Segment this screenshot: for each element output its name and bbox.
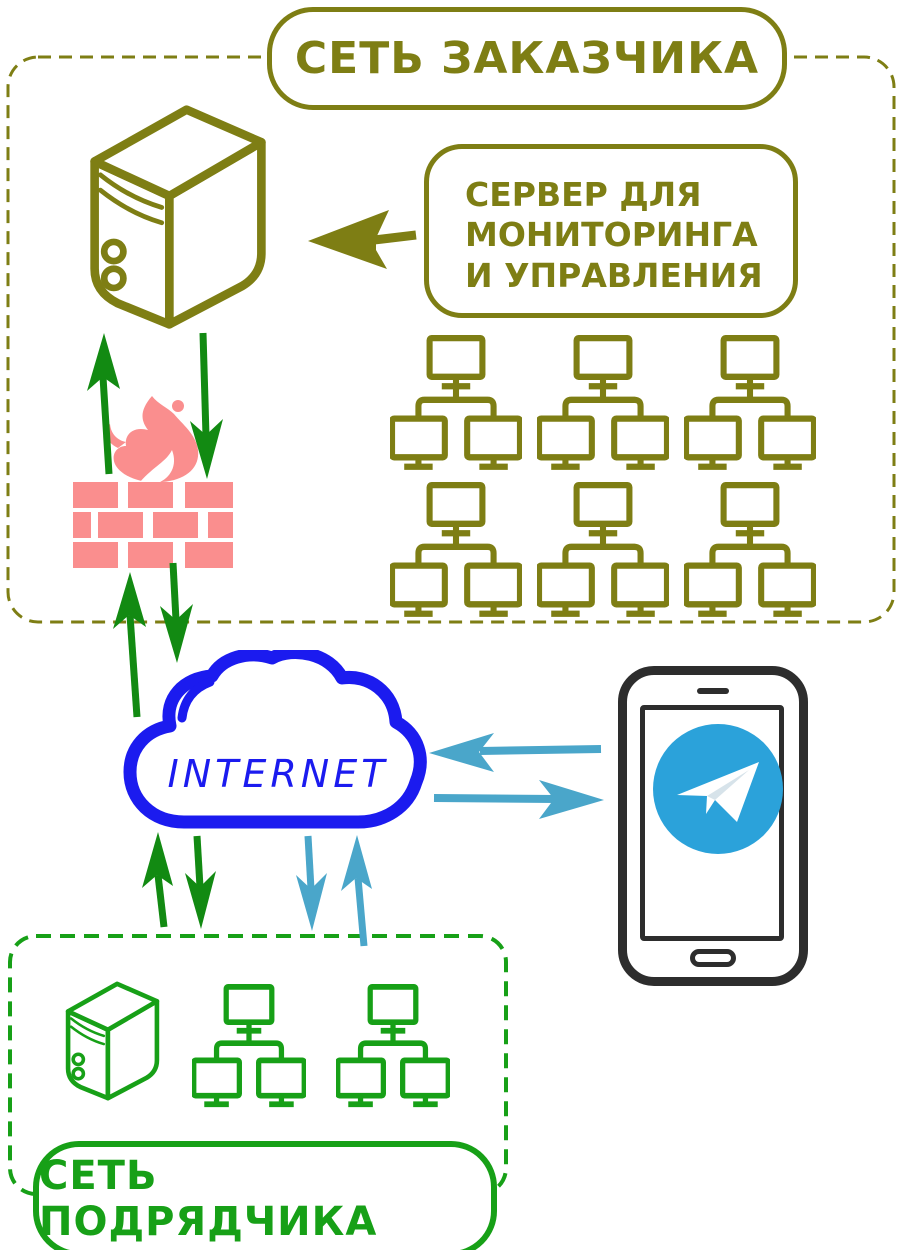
contractor-network-dashed-border	[8, 934, 508, 1196]
phone-screen	[640, 705, 784, 941]
monitor-cluster-icon	[684, 482, 816, 617]
telegram-icon	[653, 724, 783, 854]
monitor-cluster-icon	[336, 984, 450, 1108]
firewall-bricks-flame-icon	[73, 396, 233, 568]
tower-server-icon	[65, 981, 160, 1101]
monitor-cluster-icon	[537, 335, 669, 470]
tower-server-icon	[90, 105, 266, 329]
customer-workstation-clusters	[390, 335, 816, 620]
phone-speaker	[697, 688, 729, 694]
customer-network-title-box: СЕТЬ ЗАКАЗЧИКА	[267, 7, 787, 110]
cloud-icon	[123, 650, 427, 829]
flame	[113, 396, 199, 483]
monitor-cluster-icon	[684, 335, 816, 470]
callout-line-2: МОНИТОРИНГА	[465, 215, 758, 255]
customer-network-title: СЕТЬ ЗАКАЗЧИКА	[294, 33, 760, 84]
monitor-cluster-icon	[192, 984, 306, 1108]
callout-line-1: СЕРВЕР ДЛЯ	[465, 175, 702, 214]
monitoring-server-callout: СЕРВЕР ДЛЯ МОНИТОРИНГА И УПРАВЛЕНИЯ	[424, 144, 798, 318]
customer-network-dashed-border	[6, 55, 896, 624]
callout-line-3: И УПРАВЛЕНИЯ	[465, 255, 763, 295]
phone-home-button	[690, 949, 736, 967]
contractor-workstation-clusters	[192, 984, 450, 1110]
contractor-network-title: СЕТЬ ПОДРЯДЧИКА	[39, 1153, 378, 1245]
internet-label: INTERNET	[167, 752, 389, 796]
monitor-cluster-icon	[390, 482, 522, 617]
contractor-network-title-box: СЕТЬ ПОДРЯДЧИКА	[33, 1141, 497, 1250]
monitor-cluster-icon	[390, 335, 522, 470]
smartphone-icon	[618, 666, 808, 986]
monitor-cluster-icon	[537, 482, 669, 617]
